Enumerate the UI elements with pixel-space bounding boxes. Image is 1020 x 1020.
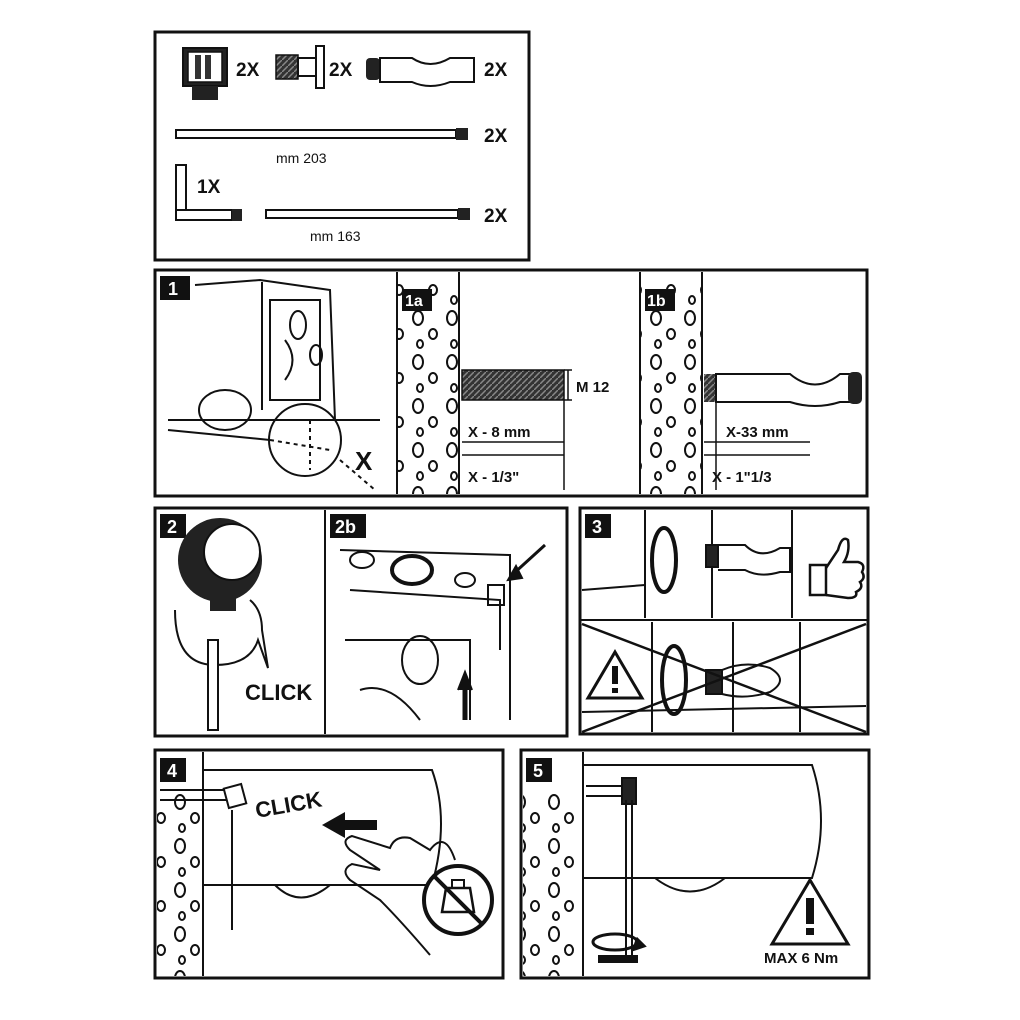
elbow-pipe-part (366, 57, 475, 87)
no-weight-icon (422, 864, 494, 936)
connector-assembly (174, 518, 269, 731)
frame-bracket-drawing (167, 278, 380, 491)
hand-drawing (344, 834, 456, 956)
step-3-badge (585, 514, 611, 538)
warning-triangle-icon (585, 649, 645, 700)
depth-mark-x: X (355, 446, 373, 476)
step-4-panel: 4 CLICK (153, 748, 505, 980)
long-rod-part (175, 128, 468, 140)
toilet-bowl-5 (583, 764, 822, 960)
step-1a-number: 1a (405, 293, 423, 310)
thread-size: M 12 (576, 379, 609, 396)
rod-short-length: mm 163 (310, 228, 361, 244)
elbow-pipe-1b (704, 372, 862, 407)
step-2b-number: 2b (335, 517, 356, 537)
depth-mm-1b: X-33 mm (726, 424, 789, 441)
rotate-arrow-icon (591, 932, 647, 963)
frame-connection-drawing (339, 543, 547, 721)
step-1-number: 1 (168, 279, 178, 299)
step-1-badge (160, 276, 190, 300)
step-4-badge (160, 758, 186, 782)
qty-elbow-pipe: 2X (484, 60, 508, 81)
wall-section-4 (157, 790, 203, 976)
qty-angle-rod: 1X (197, 177, 221, 198)
step-2-number: 2 (167, 517, 177, 537)
step-3-panel: 3 (578, 506, 870, 736)
angle-rod-part (175, 164, 242, 221)
step-1b-badge (645, 289, 675, 311)
click-label-4: CLICK (253, 787, 324, 823)
nipple-part (275, 45, 325, 89)
depth-in-1b: X - 1"1/3 (712, 469, 772, 486)
step-5-number: 5 (533, 761, 543, 781)
depth-mm-1a: X - 8 mm (468, 424, 531, 441)
dimension-lines-1a (462, 369, 572, 490)
threaded-rod-1a (461, 369, 565, 401)
toilet-bowl-4 (160, 769, 442, 930)
parts-list-box: 2X 2X 2X 2X mm 203 1X (153, 30, 531, 262)
step-1a-badge (402, 289, 432, 311)
step-3-number: 3 (592, 517, 602, 537)
torque-limit: MAX 6 Nm (764, 950, 838, 967)
qty-connector: 2X (236, 60, 260, 81)
step-1-panel: 1 X 1a (153, 268, 869, 498)
incorrect-installation (581, 622, 867, 734)
dimension-lines-1b (704, 402, 810, 490)
step-2-badge (160, 514, 186, 538)
wall-section-1b (640, 282, 702, 494)
depth-in-1a: X - 1/3" (468, 469, 519, 486)
click-label-2: CLICK (245, 680, 312, 705)
step-2-panel: 2 CLICK 2b (153, 506, 569, 738)
push-arrow (322, 812, 377, 838)
wall-section-1a (397, 282, 459, 494)
step-1b-number: 1b (647, 293, 666, 310)
step-5-badge (526, 758, 552, 782)
step-4-number: 4 (167, 761, 177, 781)
rod-long-length: mm 203 (276, 150, 327, 166)
warning-triangle-icon (769, 877, 851, 946)
connector-part (182, 47, 228, 100)
thumbs-up-icon (808, 537, 865, 600)
short-rod-part (265, 208, 470, 220)
step-5-panel: 5 MAX 6 Nm (519, 748, 871, 980)
wall-section-5 (523, 790, 581, 976)
qty-rod-long: 2X (484, 126, 508, 147)
qty-nipple: 2X (329, 60, 353, 81)
qty-rod-short: 2X (484, 206, 508, 227)
step-2b-badge (330, 514, 366, 538)
correct-installation (581, 510, 793, 618)
